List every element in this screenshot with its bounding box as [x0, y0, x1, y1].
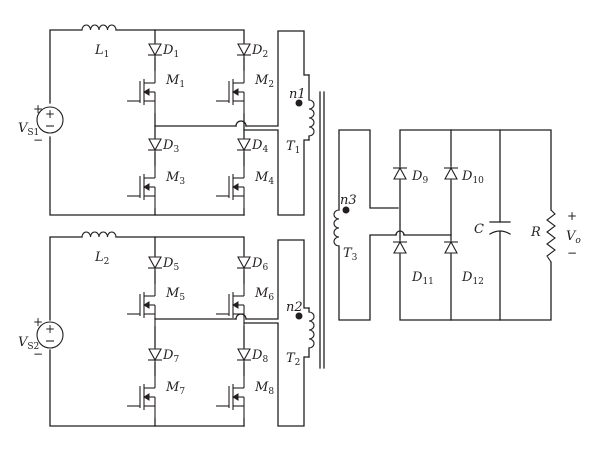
mosfet-m4-symbol: [215, 164, 245, 210]
mosfet-m8-symbol: [215, 374, 245, 420]
vs2-plus: +: [33, 315, 43, 329]
vs2-label: VS2: [18, 335, 39, 352]
diode-d5-symbol: [147, 254, 163, 272]
t2-primary-coil: [308, 311, 315, 349]
diode-d10-symbol: [443, 164, 459, 182]
inductor-l2-label: L2: [94, 250, 109, 267]
diode-d11-label: D11: [411, 270, 434, 287]
diode-d4-symbol: [236, 136, 252, 154]
diode-d3-symbol: [147, 136, 163, 154]
vs2-minus: −: [33, 347, 43, 361]
polarity-dot-n1: [295, 99, 303, 107]
dot-label-n3: n3: [340, 193, 357, 208]
mosfet-m6-label: M6: [254, 286, 274, 303]
diode-d1-symbol: [147, 41, 163, 59]
diode-d2-symbol: [236, 41, 252, 59]
diode-d7-symbol: [147, 346, 163, 364]
vs1-plus: +: [33, 102, 43, 116]
capacitor-plate-bottom: [489, 230, 511, 235]
mosfet-m2-label: M2: [254, 73, 274, 90]
vs1-minus: −: [33, 133, 43, 147]
transformer-assembly: [295, 74, 399, 369]
mosfet-m1-label: M1: [165, 73, 185, 90]
output-stage: [392, 129, 556, 321]
mosfet-m5-symbol: [126, 282, 156, 328]
diode-d7-label: D7: [162, 348, 179, 365]
dot-label-n2: n2: [286, 300, 303, 315]
mosfet-m5-label: M5: [165, 286, 185, 303]
vout-plus: +: [567, 209, 577, 223]
transformer-t2-label: T2: [286, 351, 300, 368]
vout-label: Vo: [566, 229, 581, 246]
inductor-l2-coil: [81, 231, 117, 238]
mosfet-m1-symbol: [126, 69, 156, 115]
mosfet-m3-label: M3: [165, 170, 185, 187]
diode-d12-symbol: [443, 238, 459, 256]
polarity-dot-n3: [342, 206, 350, 214]
dot-label-n1: n1: [289, 87, 306, 102]
vs2-inner-plus: +: [45, 322, 55, 336]
diode-d9-symbol: [392, 164, 408, 182]
diode-d10-label: D10: [461, 169, 484, 186]
transformer-t3-label: T3: [343, 246, 358, 263]
diode-d6-symbol: [236, 254, 252, 272]
diode-d3-label: D3: [162, 138, 179, 155]
resistor-label: R: [530, 225, 541, 240]
mosfet-m2-symbol: [215, 69, 245, 115]
diode-d6-label: D6: [251, 256, 268, 273]
diode-d1-label: D1: [162, 43, 179, 60]
vs1-label: VS1: [18, 121, 39, 138]
diode-d9-label: D9: [411, 169, 428, 186]
polarity-dot-n2: [295, 312, 303, 320]
diode-d4-label: D4: [251, 138, 268, 155]
diode-d12-label: D12: [461, 270, 484, 287]
diode-d2-label: D2: [251, 43, 268, 60]
mosfet-m7-label: M7: [165, 380, 185, 397]
diode-d8-symbol: [236, 346, 252, 364]
mosfet-m8-label: M8: [254, 380, 274, 397]
inductor-l1-coil: [81, 24, 117, 31]
vout-minus: −: [567, 246, 577, 260]
labels: + − VS1 + − VS2 L1 L2 D1 D2 D3 D4 D5 D6 …: [18, 43, 581, 397]
mosfet-m6-symbol: [215, 282, 245, 328]
inductor-l1-label: L1: [94, 43, 109, 60]
t1-primary-coil: [308, 99, 315, 137]
voltage-source-1: [36, 106, 64, 134]
diode-d11-symbol: [392, 238, 408, 256]
t3-secondary-coil: [333, 209, 340, 247]
vs1-inner-plus: +: [45, 107, 55, 121]
voltage-source-2: [36, 321, 64, 349]
capacitor-label: C: [474, 222, 484, 237]
mosfet-m4-label: M4: [254, 170, 274, 187]
diode-d8-label: D8: [251, 348, 268, 365]
mosfet-m3-symbol: [126, 164, 156, 210]
resistor-zigzag: [546, 209, 556, 263]
mosfet-m7-symbol: [126, 374, 156, 420]
input-stage-1: +: [36, 24, 310, 216]
transformer-t1-label: T1: [286, 139, 300, 156]
diode-d5-label: D5: [162, 256, 179, 273]
input-stage-2: +: [36, 231, 310, 427]
